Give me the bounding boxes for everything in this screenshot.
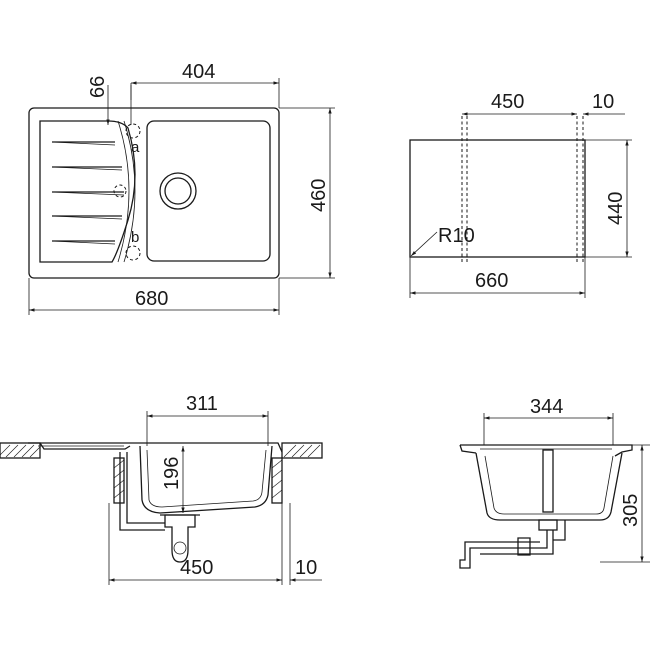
bowl-outline [146, 120, 271, 262]
dim-depth-460: 460 [308, 179, 330, 212]
dim-cutout-width-660: 660 [475, 270, 508, 292]
dim-width-680: 680 [135, 288, 168, 310]
dim-cutout-gap-10: 10 [592, 91, 614, 113]
drainboard-grooves [51, 141, 125, 245]
dim-radius-r10: R10 [438, 225, 475, 247]
drain-inner [164, 177, 192, 205]
dim-side-width-344: 344 [530, 396, 563, 418]
drain-outer [159, 172, 197, 210]
dim-cutout-depth-440: 440 [605, 192, 627, 225]
side-section: 344 305 [459, 396, 650, 569]
front-bowl [139, 445, 273, 514]
cutout-outline [409, 139, 586, 258]
dim-front-bowl-311: 311 [186, 393, 218, 415]
countertop-left [0, 442, 41, 459]
front-section: 311 196 450 10 [0, 393, 323, 585]
dim-front-offset-10: 10 [295, 557, 317, 579]
side-bowl [475, 452, 623, 521]
sink-outline [28, 107, 280, 279]
top-view: a b 404 66 460 680 [28, 61, 335, 315]
marker-b: b [131, 229, 139, 246]
divider-ridge-2 [123, 120, 136, 263]
drain-trap [164, 514, 196, 563]
cutout-view: 450 10 440 R10 660 [409, 91, 632, 298]
dim-front-depth-196: 196 [161, 457, 183, 490]
dim-cabinet-450: 450 [180, 557, 213, 579]
dim-offset-66: 66 [87, 76, 109, 98]
tap-hole-a [125, 123, 141, 139]
dim-side-height-305: 305 [620, 494, 642, 527]
marker-a: a [131, 139, 140, 156]
divider-ridge [117, 120, 130, 263]
dim-cutout-inner-450: 450 [491, 91, 524, 113]
tap-hole-mid [113, 184, 127, 198]
tap-hole-b [125, 245, 141, 261]
countertop-right [281, 442, 323, 459]
dim-bowl-width: 404 [182, 61, 215, 83]
